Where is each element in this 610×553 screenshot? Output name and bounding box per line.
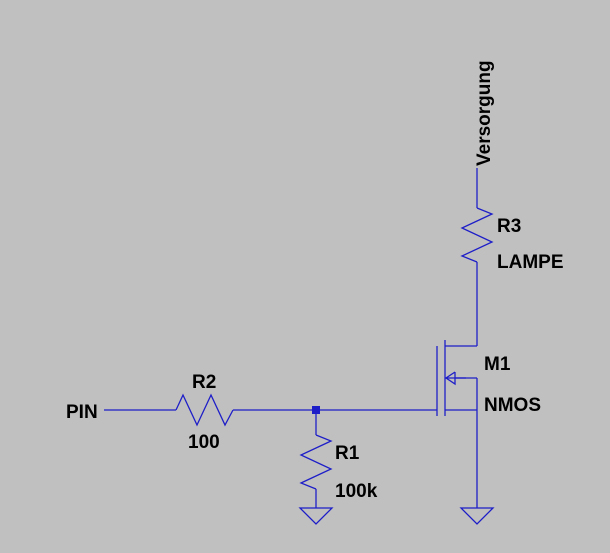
resistor-r3[interactable]: R3 LAMPE: [460, 207, 564, 346]
mosfet-m1-value: NMOS: [484, 395, 541, 416]
resistor-r2-name: R2: [192, 372, 216, 393]
input-net-label: PIN: [66, 402, 98, 423]
input-net[interactable]: PIN: [66, 402, 176, 423]
resistor-r1-value: 100k: [335, 481, 378, 502]
resistor-r3-zigzag[interactable]: [460, 207, 494, 263]
resistor-r1[interactable]: R1 100k: [299, 410, 378, 508]
resistor-r1-zigzag[interactable]: [299, 434, 333, 490]
mosfet-m1[interactable]: M1 NMOS: [316, 340, 541, 508]
resistor-r1-name: R1: [335, 443, 360, 464]
resistor-r2[interactable]: R2 100: [175, 372, 316, 453]
resistor-r3-name: R3: [497, 216, 521, 237]
supply-net[interactable]: Versorgung: [474, 60, 495, 208]
ground-icon: [459, 507, 495, 525]
resistor-r2-value: 100: [188, 432, 220, 453]
mosfet-m1-name: M1: [484, 354, 511, 375]
supply-net-label: Versorgung: [474, 60, 495, 166]
ground-icon: [298, 507, 334, 525]
resistor-r2-zigzag[interactable]: [175, 393, 234, 427]
resistor-r3-value: LAMPE: [497, 252, 564, 273]
